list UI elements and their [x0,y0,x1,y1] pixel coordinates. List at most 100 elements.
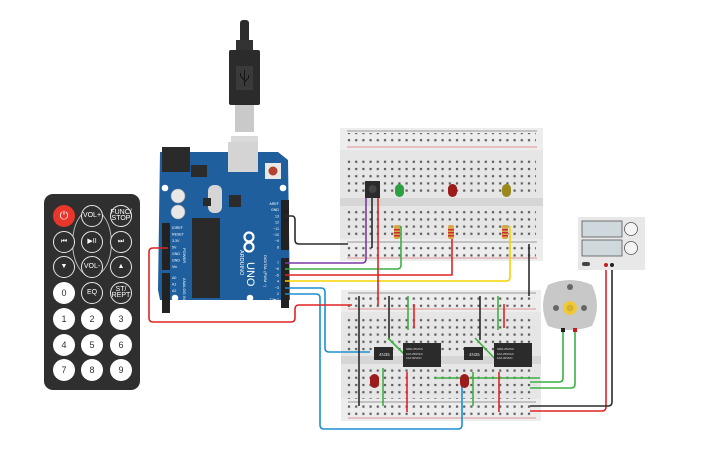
remote-button-next[interactable]: ⏭ [110,231,132,253]
pin-label: GND [172,252,180,256]
svg-text:10A 30VDC: 10A 30VDC [406,356,423,360]
current-knob[interactable] [624,241,638,255]
atmega-chip [192,218,220,298]
remote-button-vol-down[interactable]: VOL- [81,256,103,278]
wire-pin4-yellow[interactable] [285,226,511,282]
arduino-brand-label: ARDUINO [238,250,244,276]
remote-button-num-7[interactable]: 7 [53,359,75,381]
pin-label: 7 [277,261,279,265]
remote-button-down[interactable]: ▼ [53,256,75,278]
led-green[interactable] [395,184,404,197]
wire-motor-green-1[interactable] [530,330,564,383]
wire-gnd-black[interactable] [285,215,348,245]
wire-psu-black[interactable] [530,268,613,407]
wire-motor-green-2[interactable] [530,330,576,389]
remote-button-vol-up[interactable]: VOL+ [81,205,103,227]
pin-label: A4 [172,302,176,306]
svg-text:4N35: 4N35 [469,352,480,357]
pin-label: 8 [277,245,279,249]
led-red-bottom-2[interactable] [460,374,469,388]
analog-label: ANALOG IN [182,278,187,300]
led-red[interactable] [448,184,457,197]
dc-jack [162,147,190,172]
dc-power-supply[interactable] [578,217,645,270]
remote-button-power[interactable]: ⏻ [53,205,75,227]
relay-1[interactable]: SRD-05VDC 10A 250VAC 10A 30VDC [403,343,441,367]
pin-label: A2 [172,289,176,293]
remote-button-num-5[interactable]: 5 [81,334,103,356]
wire-pin5-red[interactable] [285,232,453,276]
digital-label: DIGITAL (PWM ~) [263,255,268,288]
pin-label: GND [172,259,180,263]
optocoupler-2[interactable]: 4N35 [464,347,483,360]
remote-button-func-stop[interactable]: FUNC/ STOP [110,205,132,227]
remote-button-num-4[interactable]: 4 [53,334,75,356]
pin-label: A0 [172,276,176,280]
remote-button-num-6[interactable]: 6 [110,334,132,356]
power-switch[interactable] [582,262,590,266]
led-red-bottom-1[interactable] [370,374,379,388]
analog-header [162,273,170,313]
digital-header-top [281,200,289,250]
pin-label: 5V [172,246,177,250]
pin-label: TX▶1 [270,298,279,302]
wire-pin2-blue[interactable] [285,293,463,430]
pin-label: IOREF [172,226,184,230]
pin-label: RESET [172,233,185,237]
pin-label: ~3 [275,286,279,290]
usb-icon [240,70,249,86]
remote-button-num-3[interactable]: 3 [110,308,132,330]
pin-label: Vin [172,265,177,269]
wire-pin7-purple[interactable] [285,198,367,264]
wire-pin3-blue[interactable] [285,287,370,353]
remote-button-num-2[interactable]: 2 [81,308,103,330]
pin-label: 3.3V [172,239,180,243]
led-yellow[interactable] [502,184,511,197]
pin-label: 13 [275,214,279,218]
power-header [162,223,170,270]
dc-motor[interactable] [543,280,597,332]
arduino-uno-board[interactable]: ARDUINO UNO POWER ANALOG IN DIGITAL (PWM… [158,142,290,313]
svg-text:SRD-05VDC: SRD-05VDC [406,347,424,351]
pin-label: 4 [277,280,279,284]
remote-button-num-8[interactable]: 8 [81,359,103,381]
wires [148,198,613,430]
remote-button-up[interactable]: ▲ [110,256,132,278]
svg-text:10A 250VAC: 10A 250VAC [406,352,424,356]
arduino-model-label: UNO [244,262,256,287]
pin-label: ~10 [273,233,279,237]
remote-button-num-0[interactable]: 0 [53,282,75,304]
remote-button-num-1[interactable]: 1 [53,308,75,330]
pin-label: A1 [172,283,176,287]
digital-header-bottom [281,258,289,308]
pin-label: ~6 [275,267,279,271]
pin-label: AREF [269,202,279,206]
optocoupler-1[interactable]: 4N35 [374,347,393,360]
pin-label: 2 [277,292,279,296]
pin-label: ~11 [273,227,279,231]
power-label: POWER [182,248,187,263]
svg-text:4N35: 4N35 [379,352,390,357]
pin-label: A3 [172,296,176,300]
pin-label: A5 [172,309,176,313]
svg-text:10A 30VDC: 10A 30VDC [497,356,514,360]
pin-label: ~5 [275,273,279,277]
pin-label: 12 [275,221,279,225]
remote-button-st-rept[interactable]: ST/ REPT [110,282,132,304]
ir-receiver[interactable] [365,181,380,198]
remote-button-prev[interactable]: ⏮ [53,231,75,253]
remote-button-eq[interactable]: EQ [81,282,103,304]
pin-label: RX◀0 [269,304,279,308]
relay-2[interactable]: SRD-05VDC 10A 250VAC 10A 30VDC [494,343,532,367]
svg-text:SRD-05VDC: SRD-05VDC [497,347,515,351]
wire-psu-red[interactable] [530,268,607,412]
pin-label: GND [271,208,279,212]
voltage-knob[interactable] [624,222,638,236]
wire-pin6-green[interactable] [285,226,402,270]
remote-button-num-9[interactable]: 9 [110,359,132,381]
remote-button-play-pause[interactable]: ▶II [81,231,103,253]
wire-5v-red[interactable] [148,247,352,323]
